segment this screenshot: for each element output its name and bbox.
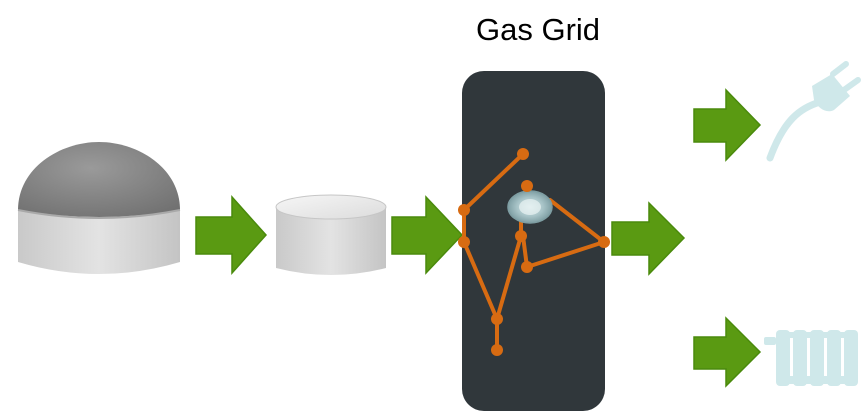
pipe-node <box>515 230 527 242</box>
gas-grid-panel <box>462 71 605 411</box>
arrow-icon <box>693 316 762 388</box>
pipe-node <box>491 313 503 325</box>
pipe-node <box>458 236 470 248</box>
power-plug-icon <box>766 61 861 162</box>
arrow-icon <box>693 88 762 162</box>
arrow-icon <box>391 195 464 275</box>
pipe-node <box>517 148 529 160</box>
gas-grid-title: Gas Grid <box>476 12 600 47</box>
arrow-icon <box>611 201 686 276</box>
pipe-node <box>598 236 610 248</box>
storage-highlight <box>519 199 541 215</box>
pipe-node <box>521 261 533 273</box>
biogas-digester-dome-icon <box>17 142 181 274</box>
upgrading-tank-icon <box>275 194 387 275</box>
arrow-icon <box>195 195 268 275</box>
pipe-node <box>491 344 503 356</box>
radiator-icon <box>764 330 858 386</box>
pipe-nodes <box>458 148 610 356</box>
pipe-node <box>458 204 470 216</box>
pipe-node <box>521 180 533 192</box>
